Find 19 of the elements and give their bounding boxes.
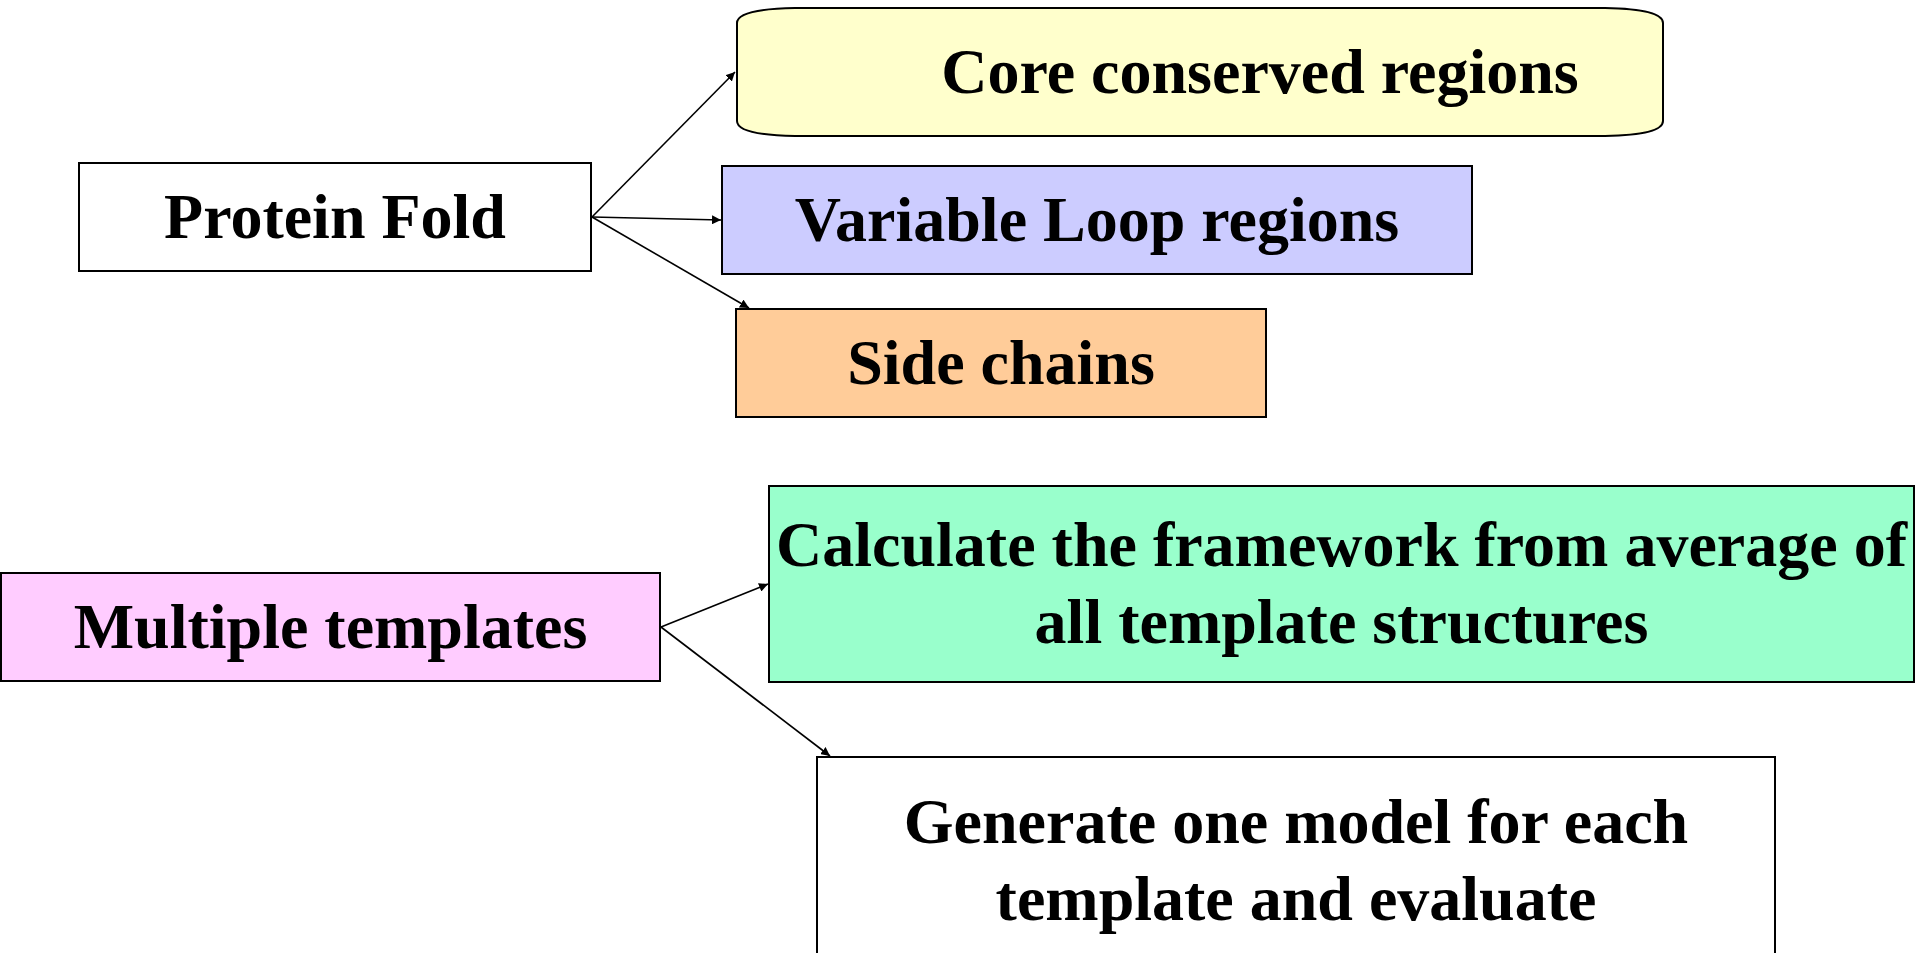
process-box	[768, 485, 1915, 683]
arrow	[660, 626, 831, 757]
process-box	[735, 308, 1267, 418]
process-box	[721, 165, 1473, 275]
box-text: Calculate the framework from average of all template structures	[775, 508, 1909, 659]
box-text: Generate one model for each template and evaluate	[902, 785, 1690, 936]
box-text: Protein Fold	[164, 179, 506, 254]
process-box	[0, 572, 661, 682]
arrow	[591, 71, 736, 218]
box-text: Side chains	[847, 325, 1155, 400]
box-text: Multiple templates	[73, 589, 588, 664]
process-box	[735, 5, 1665, 139]
box-text: Variable Loop regions	[794, 182, 1400, 257]
arrow	[660, 583, 769, 628]
arrow	[591, 215, 722, 225]
box-text: Core conserved regions	[941, 34, 1579, 109]
process-box	[816, 756, 1776, 953]
arrow	[591, 216, 750, 309]
process-box	[78, 162, 592, 272]
